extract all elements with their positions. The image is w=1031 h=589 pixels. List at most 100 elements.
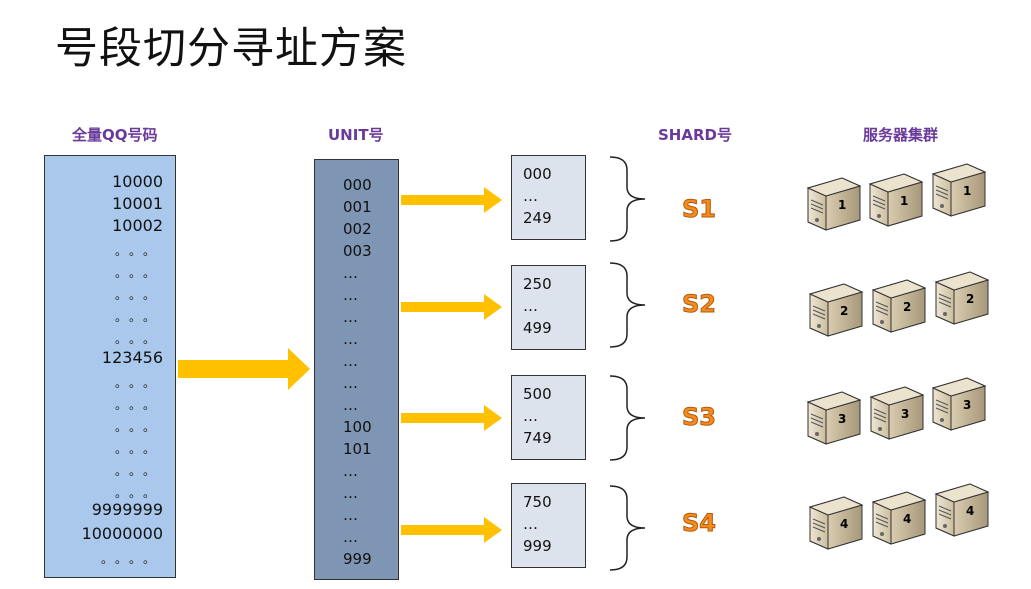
- unit-number: 002: [343, 220, 372, 238]
- qq-number: 10002: [112, 216, 163, 235]
- server-icon: [932, 377, 986, 431]
- unit-number: 000: [343, 176, 372, 194]
- unit-number: 100: [343, 418, 372, 436]
- shard-label-s3: S3: [682, 403, 717, 432]
- arrow-right-icon: [401, 187, 502, 213]
- unit-ellipsis: …: [343, 308, 358, 326]
- curly-brace-icon: [609, 156, 646, 242]
- curly-brace-icon: [609, 485, 646, 571]
- shard-range-start: 000: [523, 165, 552, 183]
- unit-ellipsis: …: [343, 330, 358, 348]
- qq-ellipsis: 。。。: [114, 442, 163, 456]
- server-number: 4: [903, 512, 912, 526]
- qq-number: 10001: [112, 194, 163, 213]
- server-icon: [869, 173, 923, 227]
- unit-number: 999: [343, 550, 372, 568]
- qq-number: 9999999: [91, 500, 163, 519]
- shard-range-ellipsis: …: [523, 297, 538, 315]
- shard-range-box-4: 750 … 999: [511, 483, 586, 568]
- shard-range-box-1: 000 … 249: [511, 155, 586, 240]
- qq-ellipsis: 。。。: [114, 310, 163, 324]
- shard-label-s2: S2: [682, 290, 717, 319]
- server-icon: [872, 491, 926, 545]
- curly-brace-icon: [609, 375, 646, 461]
- server-number: 4: [840, 517, 849, 531]
- server-icon: [807, 391, 861, 445]
- server-row-3: [807, 377, 986, 445]
- qq-number: 10000000: [81, 524, 163, 543]
- shard-range-ellipsis: …: [523, 187, 538, 205]
- qq-number: 123456: [101, 348, 163, 367]
- server-number: 2: [840, 304, 849, 318]
- arrow-right-icon: [401, 405, 502, 431]
- server-icon: [807, 177, 861, 231]
- server-number: 1: [963, 184, 972, 198]
- unit-ellipsis: …: [343, 374, 358, 392]
- server-number: 3: [901, 407, 910, 421]
- arrow-right-icon: [401, 294, 502, 320]
- unit-ellipsis: …: [343, 506, 358, 524]
- qq-ellipsis: 。。。: [114, 420, 163, 434]
- server-number: 1: [900, 194, 909, 208]
- server-number: 3: [838, 412, 847, 426]
- qq-ellipsis: 。。。: [114, 398, 163, 412]
- unit-number: 001: [343, 198, 372, 216]
- server-number: 4: [966, 504, 975, 518]
- shard-range-end: 499: [523, 319, 552, 337]
- qq-ellipsis: 。。。: [114, 266, 163, 280]
- shard-label-s4: S4: [682, 509, 717, 538]
- unit-ellipsis: …: [343, 396, 358, 414]
- shard-range-end: 749: [523, 429, 552, 447]
- header-qq: 全量QQ号码: [72, 126, 158, 144]
- arrow-right-icon: [401, 517, 502, 543]
- qq-ellipsis: 。。。。: [100, 552, 163, 566]
- server-row-2: [809, 271, 989, 337]
- qq-ellipsis: 。。。: [114, 244, 163, 258]
- header-cluster: 服务器集群: [863, 126, 939, 144]
- qq-ellipsis: 。。。: [114, 332, 163, 346]
- shard-range-start: 750: [523, 493, 552, 511]
- unit-number-box: 000 001 002 003 … … … … … … … 100 101 … …: [314, 159, 399, 580]
- qq-number: 10000: [112, 172, 163, 191]
- server-number: 2: [966, 292, 975, 306]
- qq-ellipsis: 。。。: [114, 288, 163, 302]
- unit-ellipsis: …: [343, 352, 358, 370]
- page-title: 号段切分寻址方案: [55, 24, 407, 74]
- server-number: 1: [838, 198, 847, 212]
- unit-ellipsis: …: [343, 528, 358, 546]
- unit-ellipsis: …: [343, 462, 358, 480]
- shard-range-end: 249: [523, 209, 552, 227]
- unit-ellipsis: …: [343, 484, 358, 502]
- shard-range-ellipsis: …: [523, 407, 538, 425]
- server-number: 2: [903, 300, 912, 314]
- shard-range-start: 500: [523, 385, 552, 403]
- qq-ellipsis: 。。。: [114, 464, 163, 478]
- server-row-4: [809, 483, 989, 550]
- server-row-1: [807, 163, 986, 231]
- header-shard: SHARD号: [658, 126, 732, 144]
- unit-number: 101: [343, 440, 372, 458]
- server-icon: [870, 386, 924, 440]
- shard-range-end: 999: [523, 537, 552, 555]
- server-icon: [935, 483, 989, 537]
- curly-brace-icon: [609, 262, 646, 348]
- server-icon: [809, 496, 863, 550]
- server-icon: [872, 279, 926, 333]
- shard-range-box-3: 500 … 749: [511, 375, 586, 460]
- server-number: 3: [963, 398, 972, 412]
- unit-ellipsis: …: [343, 264, 358, 282]
- shard-range-ellipsis: …: [523, 515, 538, 533]
- shard-label-s1: S1: [682, 195, 717, 224]
- server-icon: [935, 271, 989, 325]
- header-unit: UNIT号: [328, 126, 384, 144]
- qq-ellipsis: 。。。: [114, 486, 163, 500]
- arrow-right-icon: [178, 348, 310, 390]
- unit-ellipsis: …: [343, 286, 358, 304]
- qq-ellipsis: 。。。: [114, 376, 163, 390]
- server-icon: [809, 283, 863, 337]
- shard-range-start: 250: [523, 275, 552, 293]
- qq-number-box: 10000 10001 10002 。。。 。。。 。。。 。。。 。。。 12…: [44, 155, 176, 578]
- shard-range-box-2: 250 … 499: [511, 265, 586, 350]
- unit-number: 003: [343, 242, 372, 260]
